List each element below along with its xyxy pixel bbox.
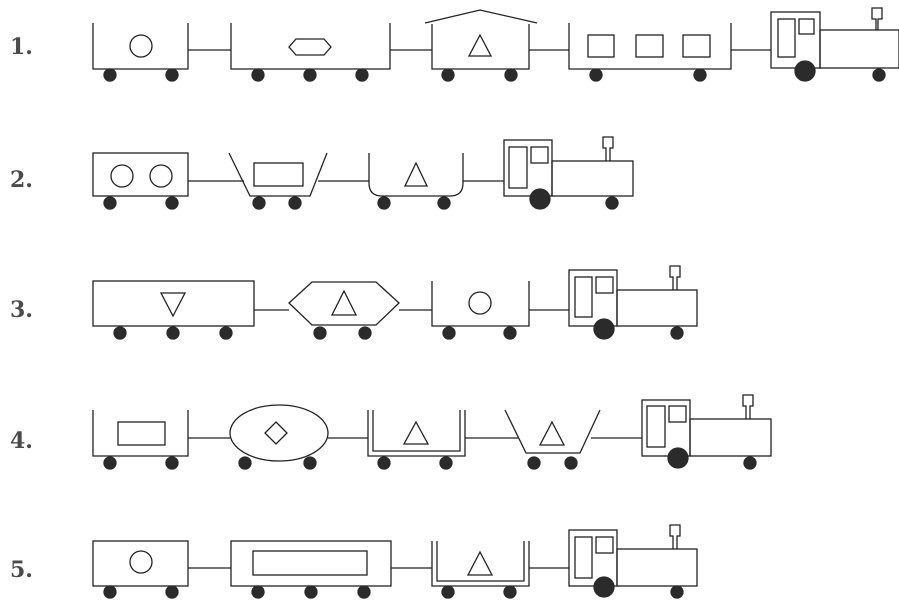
train-5	[93, 525, 697, 598]
train-1-car-4-open-three-squares	[569, 23, 731, 81]
train-4-car-2-oval-tank-diamond	[230, 405, 328, 469]
train-1-car-2-open-hexagon	[231, 23, 390, 81]
train-5-locomotive	[569, 525, 697, 598]
train-4-locomotive	[642, 395, 771, 469]
train-4-car-1-open-rectangle	[93, 410, 188, 469]
train-1	[93, 8, 899, 81]
train-1-locomotive	[771, 8, 899, 81]
train-2-car-1-box-two-circles	[93, 153, 188, 209]
train-3-car-3-open-circle	[432, 281, 529, 339]
train-1-car-3-roof-triangle	[425, 10, 537, 81]
train-4-car-3-double-open-triangle	[368, 410, 465, 469]
train-2	[93, 137, 633, 209]
train-5-car-1-box-circle	[93, 541, 188, 598]
train-1-car-1-open-circle	[93, 23, 188, 81]
train-2-locomotive	[504, 137, 633, 209]
train-2-car-3-rounded-tub-triangle	[369, 153, 463, 209]
train-3-car-2-hex-tank-triangle	[289, 282, 399, 339]
train-3	[93, 266, 697, 339]
train-4-car-4-hopper-triangle	[505, 410, 600, 469]
train-3-locomotive	[569, 266, 697, 339]
train-4	[93, 395, 771, 469]
train-3-car-1-box-inverted-triangle	[93, 281, 254, 339]
train-5-car-2-box-long-rectangle	[231, 541, 391, 598]
train-5-car-3-double-open-triangle	[432, 541, 529, 598]
